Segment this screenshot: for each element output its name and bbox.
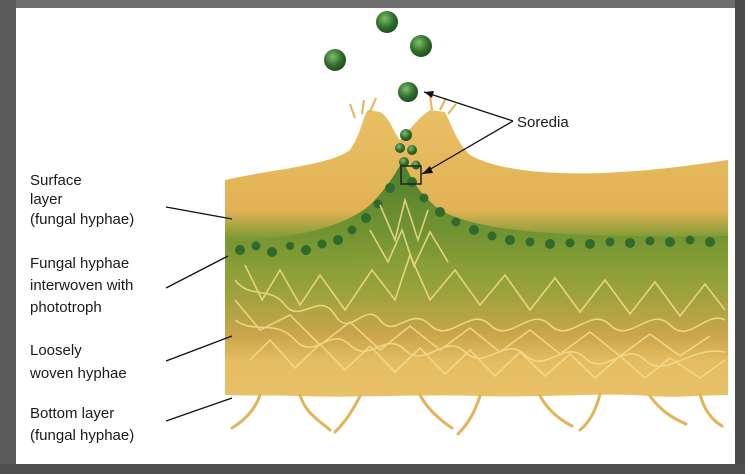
soredia-label: Soredia — [517, 114, 569, 131]
loose-layer-label: Loosely woven hyphae — [29, 342, 127, 382]
rhizines — [232, 394, 722, 434]
bottom-label-line-1: Bottom layer — [30, 405, 114, 422]
surface-label-line-3: (fungal hyphae) — [30, 211, 134, 228]
interwoven-label-line-1: Fungal hyphae — [30, 255, 129, 272]
loose-label-line-2: woven hyphae — [29, 365, 127, 382]
loose-label-line-1: Loosely — [30, 342, 82, 359]
surface-label-line-1: Surface — [30, 172, 82, 189]
released-soredia — [324, 11, 432, 102]
bottom-label-line-2: (fungal hyphae) — [30, 427, 134, 444]
surface-label-line-2: layer — [30, 191, 63, 208]
interwoven-label-line-3: phototroph — [30, 299, 102, 316]
soredia-label-text: Soredia — [517, 114, 569, 131]
interwoven-label-line-2: interwoven with — [30, 277, 133, 294]
bottom-layer-label: Bottom layer (fungal hyphae) — [30, 405, 134, 444]
surface-layer-label: Surface layer (fungal hyphae) — [30, 172, 134, 228]
interwoven-layer-label: Fungal hyphae interwoven with phototroph — [30, 255, 133, 316]
